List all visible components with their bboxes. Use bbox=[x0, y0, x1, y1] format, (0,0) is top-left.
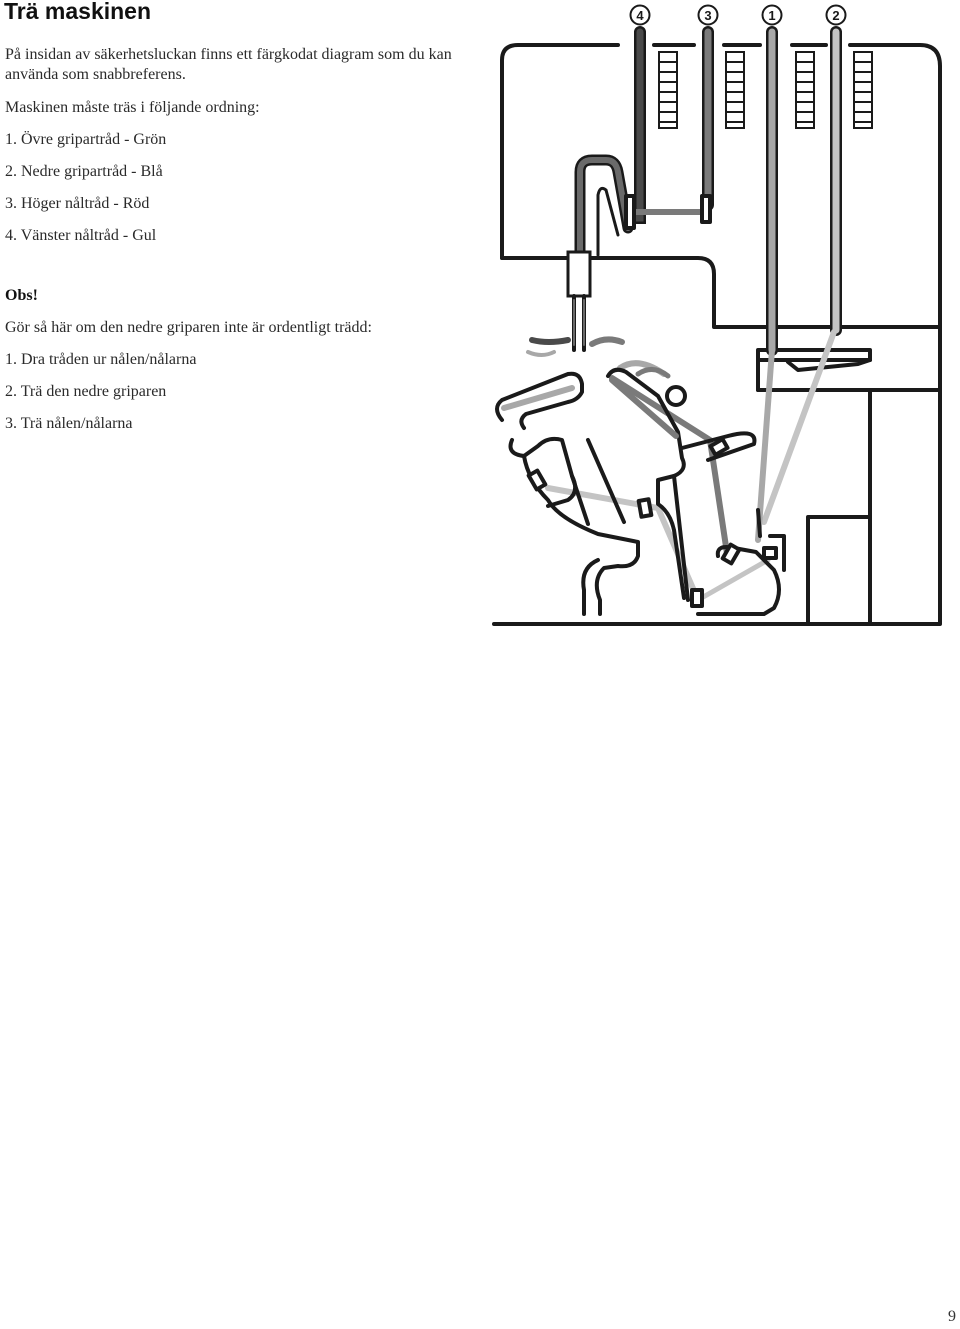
note-step: 3. Trä nålen/nålarna bbox=[5, 415, 133, 432]
note-lead: Gör så här om den nedre griparen inte är… bbox=[5, 319, 372, 336]
threading-order-item: 3. Höger nåltråd - Röd bbox=[5, 195, 150, 212]
note-heading: Obs! bbox=[5, 287, 38, 304]
thread-marker-label: 3 bbox=[704, 8, 711, 23]
page-number: 9 bbox=[948, 1308, 956, 1325]
looper-mechanism bbox=[495, 194, 786, 616]
note-step: 2. Trä den nedre griparen bbox=[5, 383, 167, 400]
thread-marker-4: 4 bbox=[629, 4, 651, 26]
intro-paragraph: På insidan av säkerhetsluckan finns ett … bbox=[5, 46, 452, 83]
threading-diagram: 4 3 1 2 bbox=[492, 4, 942, 626]
threading-order-item: 2. Nedre gripartråd - Blå bbox=[5, 163, 163, 180]
thread-marker-label: 2 bbox=[832, 8, 839, 23]
thread-paths bbox=[526, 26, 842, 603]
thread-marker-2: 2 bbox=[825, 4, 847, 26]
threading-order-item: 1. Övre gripartråd - Grön bbox=[5, 131, 167, 148]
threading-order-lead: Maskinen måste träs i följande ordning: bbox=[5, 99, 260, 116]
thread-marker-label: 1 bbox=[768, 8, 775, 23]
thread-marker-3: 3 bbox=[697, 4, 719, 26]
thread-number-markers: 4 3 1 2 bbox=[629, 4, 847, 26]
page-title: Trä maskinen bbox=[4, 0, 152, 24]
threading-order-item: 4. Vänster nåltråd - Gul bbox=[5, 227, 157, 244]
note-step: 1. Dra tråden ur nålen/nålarna bbox=[5, 351, 197, 368]
thread-marker-label: 4 bbox=[636, 8, 644, 23]
looper-arm-bands bbox=[501, 377, 679, 439]
thread-marker-1: 1 bbox=[761, 4, 783, 26]
machine-outline bbox=[492, 43, 942, 626]
instructions-column: På insidan av säkerhetsluckan finns ett … bbox=[5, 45, 475, 446]
thread-guide-grids bbox=[658, 51, 873, 129]
